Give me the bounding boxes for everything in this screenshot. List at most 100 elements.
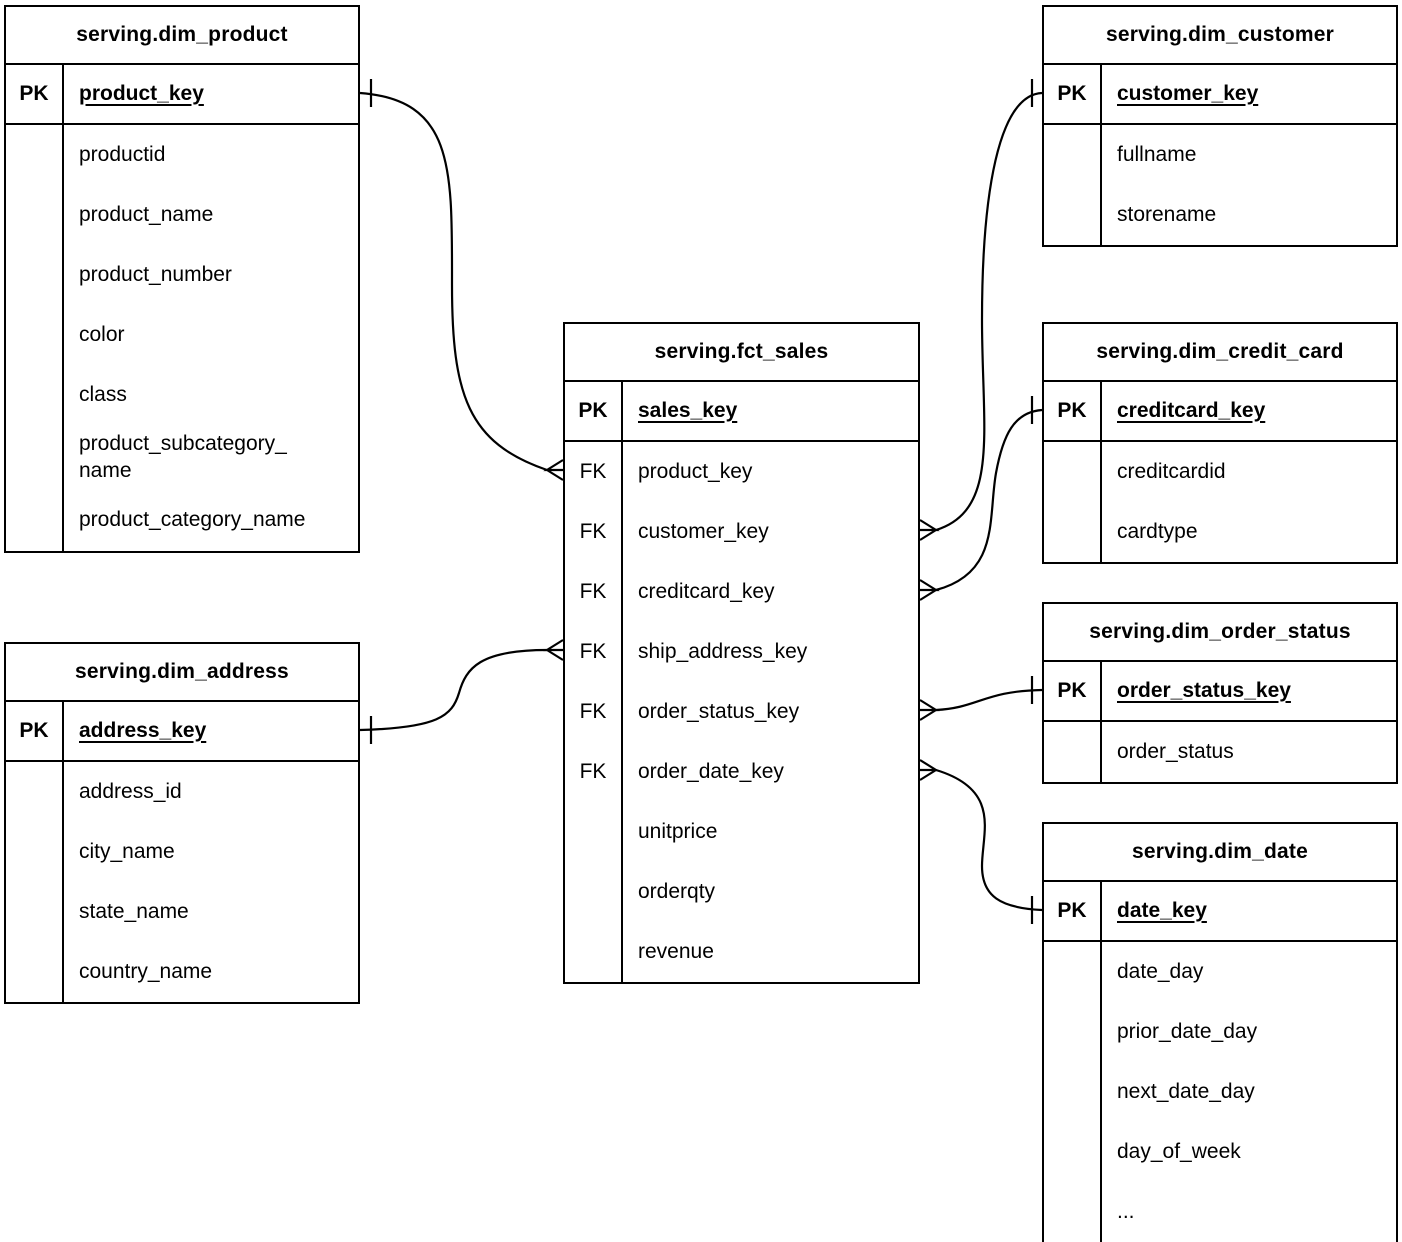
entity-title: serving.dim_customer <box>1044 7 1396 65</box>
field-badge <box>6 490 64 551</box>
field-name: prior_date_day <box>1117 1019 1258 1043</box>
field-badge: FK <box>565 682 623 742</box>
pk-field-name: address_key <box>79 718 207 742</box>
field-name: product_number <box>79 262 232 286</box>
pk-field-name: product_key <box>79 81 204 105</box>
relationship-address-sales[interactable] <box>359 639 564 744</box>
field-name: storename <box>1117 202 1217 226</box>
pk-badge: PK <box>1044 662 1102 720</box>
field-badge <box>6 245 64 305</box>
field-row: unitprice <box>565 802 918 862</box>
field-name: customer_key <box>638 519 769 543</box>
field-row: class <box>6 365 358 425</box>
field-name: order_date_key <box>638 759 784 783</box>
field-row: revenue <box>565 922 918 982</box>
field-row: product_number <box>6 245 358 305</box>
field-badge <box>1044 185 1102 245</box>
field-badge <box>565 862 623 922</box>
pk-row: PK product_key <box>6 65 358 125</box>
entity-title: serving.dim_date <box>1044 824 1396 882</box>
field-row: productid <box>6 125 358 185</box>
field-row: state_name <box>6 882 358 942</box>
field-badge: FK <box>565 742 623 802</box>
field-name: color <box>79 322 125 346</box>
field-row: prior_date_day <box>1044 1002 1396 1062</box>
crow-foot-marker <box>919 699 940 721</box>
connector-line <box>935 768 1043 912</box>
field-badge: FK <box>565 562 623 622</box>
relationship-orderstatus-sales[interactable] <box>919 676 1043 721</box>
field-badge: FK <box>565 622 623 682</box>
field-row: FK ship_address_key <box>565 622 918 682</box>
field-name: ship_address_key <box>638 639 808 663</box>
field-name: ... <box>1117 1199 1135 1223</box>
field-name: creditcardid <box>1117 459 1226 483</box>
field-name: country_name <box>79 959 213 983</box>
field-badge <box>565 802 623 862</box>
entity-title: serving.dim_order_status <box>1044 604 1396 662</box>
relationship-date-sales[interactable] <box>919 759 1043 924</box>
field-badge <box>6 125 64 185</box>
connector-line <box>359 91 548 472</box>
field-row: date_day <box>1044 942 1396 1002</box>
field-row: creditcardid <box>1044 442 1396 502</box>
field-row: cardtype <box>1044 502 1396 562</box>
field-badge <box>1044 942 1102 1002</box>
field-name: day_of_week <box>1117 1139 1241 1163</box>
field-name: product_category_name <box>79 508 306 532</box>
pk-field-name: date_key <box>1117 898 1207 922</box>
field-row: product_name <box>6 185 358 245</box>
relationship-product-sales[interactable] <box>359 79 564 481</box>
field-badge <box>1044 1002 1102 1062</box>
field-badge <box>565 922 623 982</box>
field-badge <box>1044 442 1102 502</box>
field-badge <box>1044 1122 1102 1182</box>
field-row: fullname <box>1044 125 1396 185</box>
field-name: fullname <box>1117 142 1197 166</box>
field-badge <box>6 185 64 245</box>
field-name: product_key <box>638 459 753 483</box>
entity-title: serving.dim_credit_card <box>1044 324 1396 382</box>
field-name: unitprice <box>638 819 718 843</box>
field-name: orderqty <box>638 879 716 903</box>
field-name: revenue <box>638 939 714 963</box>
relationship-creditcard-sales[interactable] <box>919 396 1043 601</box>
field-badge <box>1044 125 1102 185</box>
pk-field-name: sales_key <box>638 398 738 422</box>
field-name: productid <box>79 142 166 166</box>
entity-title: serving.dim_address <box>6 644 358 702</box>
field-badge <box>1044 1182 1102 1242</box>
field-badge <box>6 942 64 1002</box>
field-row: day_of_week <box>1044 1122 1396 1182</box>
pk-field-name: order_status_key <box>1117 678 1291 702</box>
field-badge <box>6 365 64 425</box>
pk-badge: PK <box>6 65 64 123</box>
crow-foot-marker <box>919 759 940 781</box>
field-name: state_name <box>79 899 189 923</box>
connector-line <box>359 648 548 732</box>
field-row: country_name <box>6 942 358 1002</box>
connector-line <box>935 408 1043 592</box>
relationship-customer-sales[interactable] <box>919 79 1043 541</box>
field-badge <box>1044 502 1102 562</box>
pk-badge: PK <box>1044 382 1102 440</box>
entity-title: serving.fct_sales <box>565 324 918 382</box>
field-name: address_id <box>79 779 182 803</box>
field-name: city_name <box>79 839 175 863</box>
crow-foot-marker <box>543 459 564 481</box>
